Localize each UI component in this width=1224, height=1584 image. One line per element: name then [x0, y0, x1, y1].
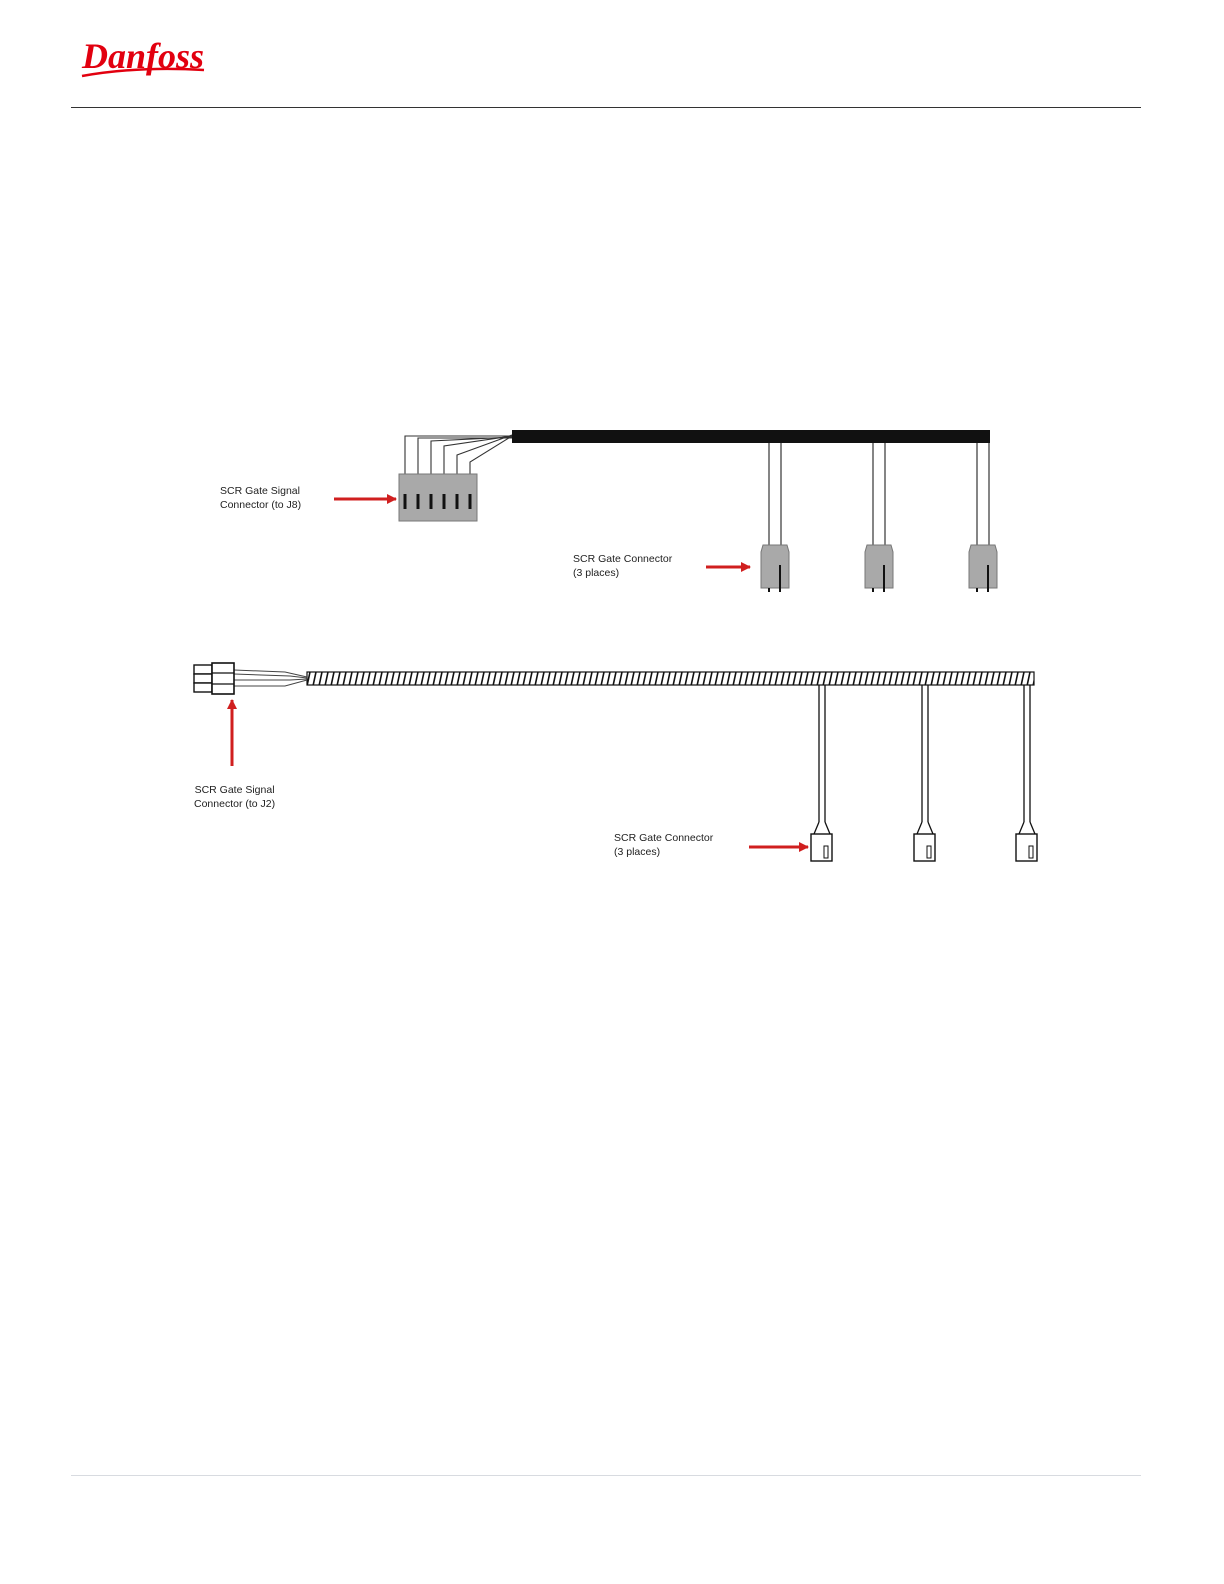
harness-1-fan-wires — [405, 435, 512, 474]
harness-1-signal-connector-label: SCR Gate Signal Connector (to J8) — [220, 484, 301, 512]
footer-divider — [71, 1475, 1141, 1476]
harness-1-gate-connector-label: SCR Gate Connector (3 places) — [573, 552, 672, 580]
label-line: Connector (to J2) — [194, 797, 275, 811]
label-line: SCR Gate Connector — [614, 831, 713, 845]
label-line: (3 places) — [573, 566, 672, 580]
harness-1-signal-connector-j8 — [399, 474, 477, 521]
label-line: SCR Gate Connector — [573, 552, 672, 566]
harness-2-signal-connector-label: SCR Gate Signal Connector (to J2) — [194, 783, 275, 811]
label-line: SCR Gate Signal — [220, 484, 301, 498]
harness-1-gate-connector-3 — [969, 443, 997, 592]
label-line: Connector (to J8) — [220, 498, 301, 512]
label-line: SCR Gate Signal — [194, 783, 275, 797]
harness-2-gate-connector-2 — [914, 685, 935, 861]
harness-1-gate-connector-1 — [761, 443, 789, 592]
harness-2-gate-connector-3 — [1016, 685, 1037, 861]
harness-2-gate-connector-1 — [811, 685, 832, 861]
harness-2-gate-connector-label: SCR Gate Connector (3 places) — [614, 831, 713, 859]
harness-1-gate-connector-2 — [865, 443, 893, 592]
harness-2-fan-wires — [234, 670, 307, 686]
harness-2-signal-connector-j2 — [194, 663, 234, 694]
harness-1-main-cable — [512, 430, 990, 443]
harness-2-braided-cable — [307, 672, 1034, 685]
label-line: (3 places) — [614, 845, 713, 859]
